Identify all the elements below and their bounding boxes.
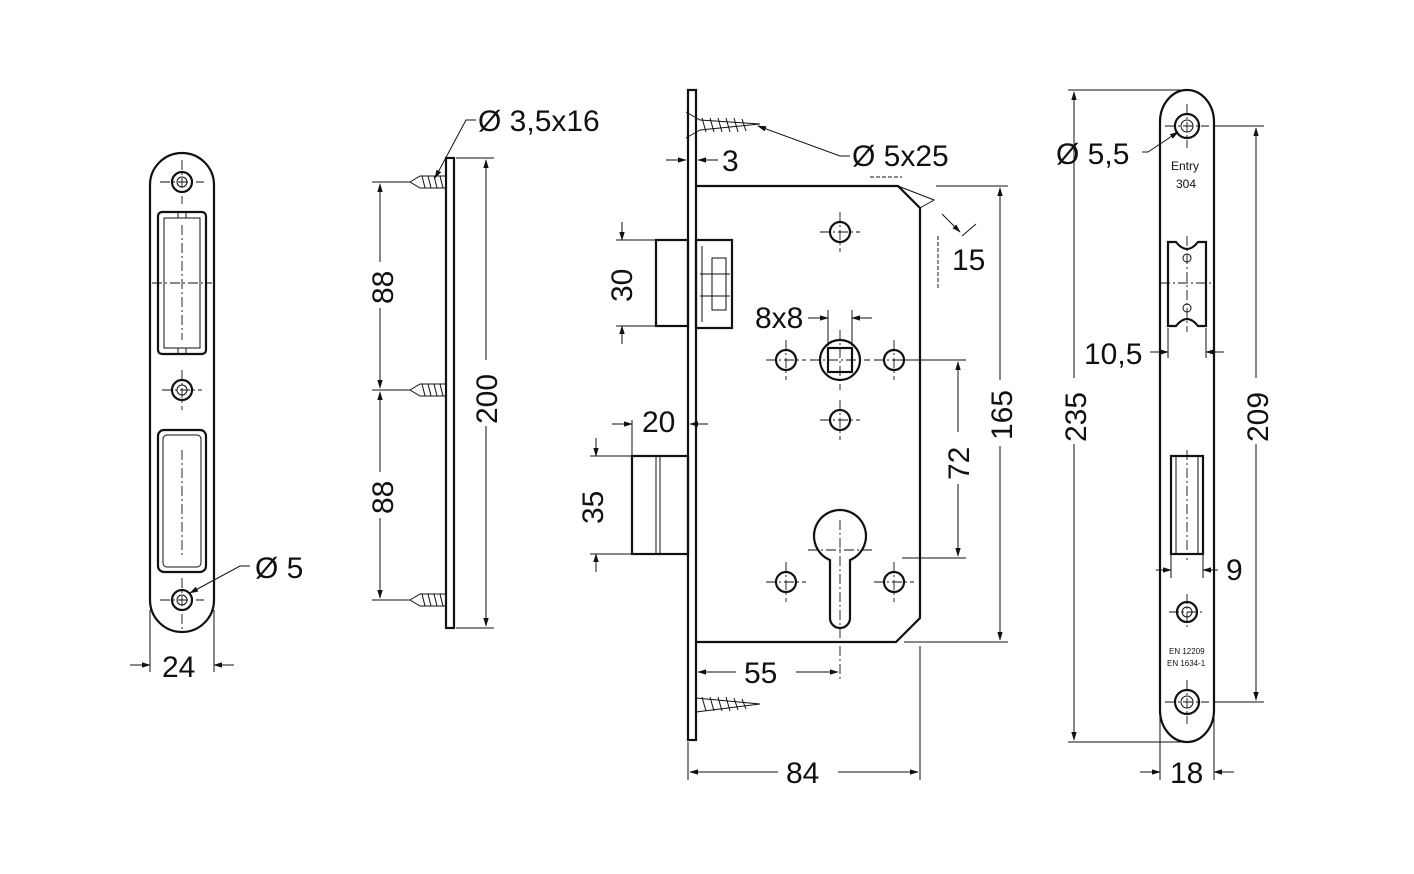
side-screw-top (409, 175, 447, 189)
strike-hole-label: Ø 5 (255, 552, 303, 585)
faceplate-bolt-opening (1169, 450, 1205, 560)
side-plate-view: Ø 3,5x16 88 88 200 (367, 105, 600, 630)
lock-faceplate-thickness-label: 3 (722, 145, 739, 178)
side-screw-middle (409, 383, 447, 397)
side-height-label: 200 (471, 374, 504, 424)
faceplate-standard-line2: EN 1634-1 (1167, 659, 1206, 668)
lock-case (696, 184, 922, 644)
strike-plate-outline (148, 151, 216, 634)
side-screw-label: Ø 3,5x16 (478, 105, 600, 138)
lock-bolt-throw-label: 20 (642, 406, 675, 439)
faceplate-latch-width-label: 10,5 (1084, 338, 1142, 371)
lock-hole-middle (820, 400, 860, 440)
lock-screw-bottom (695, 696, 761, 713)
faceplate-bottom-hole (1165, 680, 1209, 724)
lock-hole-left-upper (766, 340, 806, 380)
strike-bottom-hole (160, 578, 204, 630)
lock-screw-leader (757, 125, 850, 157)
faceplate-width-label: 18 (1170, 757, 1203, 790)
strike-bolt-opening (156, 428, 208, 574)
faceplate-hole-label: Ø 5,5 (1056, 138, 1129, 171)
lock-spindle (810, 330, 870, 390)
lock-faceplate (686, 88, 698, 742)
lock-spindle-label: 8x8 (755, 302, 803, 335)
faceplate-hole-spacing-label: 209 (1242, 392, 1275, 442)
side-screw-bottom (409, 593, 447, 607)
side-lower-spacing-label: 88 (367, 481, 400, 514)
strike-width-label: 24 (162, 651, 195, 684)
strike-latch-opening (152, 210, 212, 356)
lock-bolt-height-label: 35 (577, 491, 610, 524)
strike-top-hole (160, 160, 204, 204)
lock-depth-label: 84 (786, 757, 819, 790)
lock-center-distance-label: 72 (943, 447, 976, 480)
faceplate-height-label: 235 (1060, 392, 1093, 442)
strike-plate-view: Ø 5 24 (130, 151, 303, 684)
lock-hole-left-lower (766, 562, 806, 602)
strike-hole-leader (189, 565, 250, 594)
side-screw-leader (434, 119, 476, 179)
lock-chamfer-label: 15 (952, 244, 985, 277)
lock-deadbolt (630, 454, 690, 556)
lock-screw-label: Ø 5x25 (852, 140, 949, 173)
lock-screw-top (685, 111, 761, 139)
strike-middle-hole (162, 370, 202, 410)
lock-backset-label: 55 (744, 657, 777, 690)
lock-body-height-label: 165 (986, 390, 1019, 440)
lock-hole-top (820, 212, 860, 252)
faceplate-middle-hole (1169, 594, 1205, 630)
lock-latch-height-label: 30 (606, 269, 639, 302)
faceplate-outline (1158, 88, 1216, 744)
faceplate-top-hole (1165, 104, 1209, 148)
faceplate-marking-line1: Entry (1171, 159, 1199, 173)
faceplate-latch-opening (1160, 236, 1214, 332)
faceplate-marking-line2: 304 (1176, 177, 1196, 191)
side-upper-spacing-label: 88 (367, 271, 400, 304)
faceplate-standard-line1: EN 12209 (1169, 647, 1205, 656)
lock-body-view: Ø 5x25 3 15 30 35 (577, 88, 1019, 790)
faceplate-bolt-width-label: 9 (1226, 554, 1243, 587)
side-plate (444, 156, 456, 630)
faceplate-view: Ø 5,5 Entry 304 10,5 9 (1056, 88, 1275, 790)
lock-hole-right-lower (874, 562, 914, 602)
lock-latch (654, 238, 734, 330)
lock-cylinder-cutout (812, 508, 868, 630)
